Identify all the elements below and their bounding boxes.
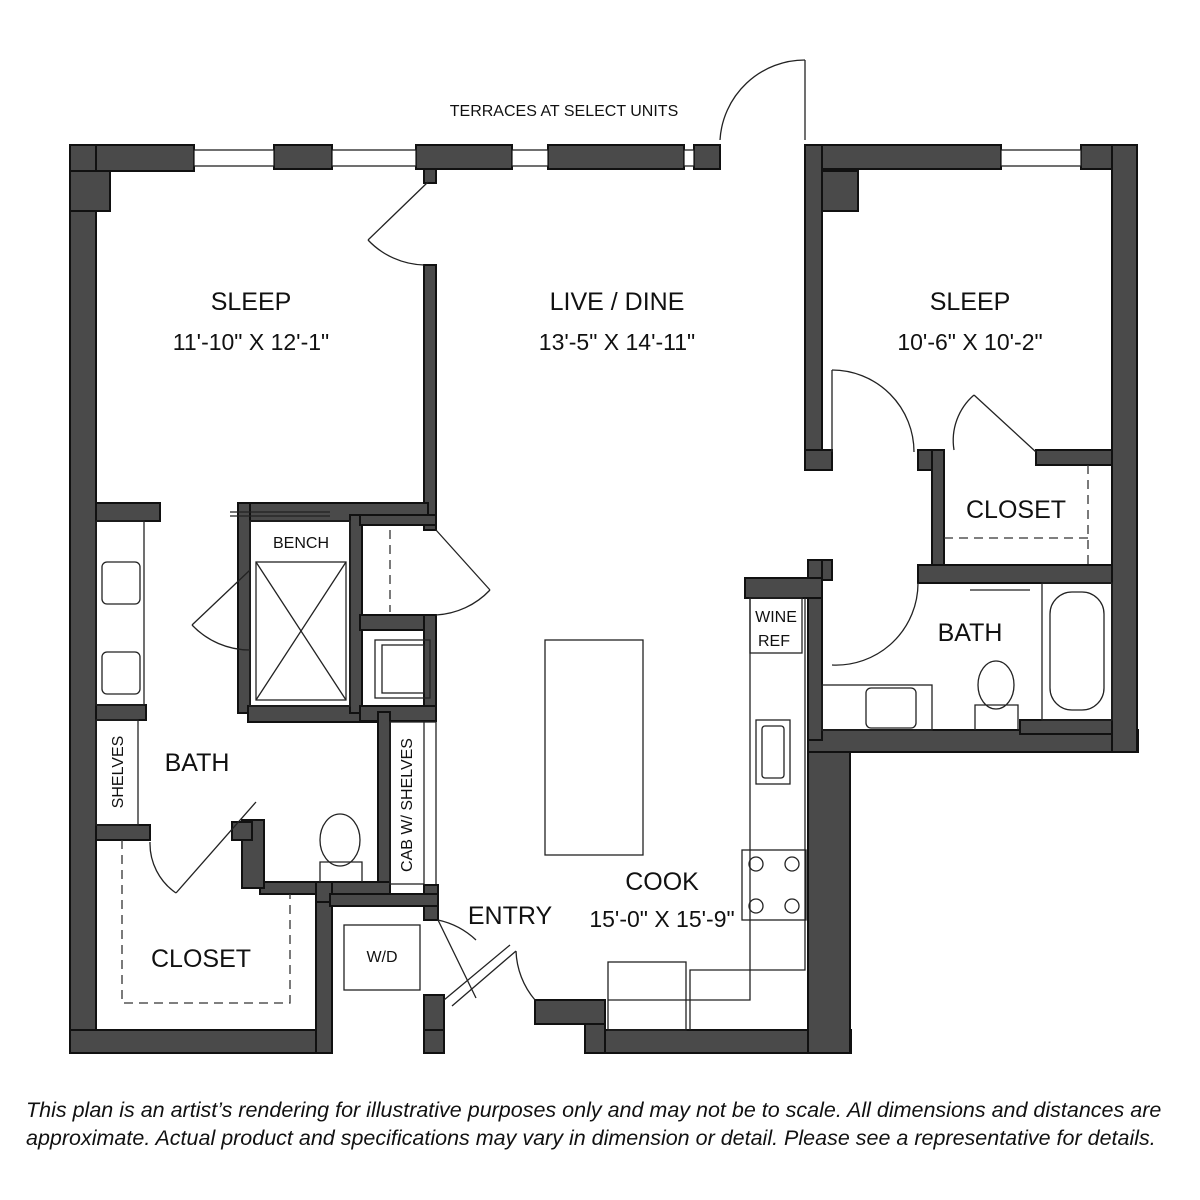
shelves-label: SHELVES [110, 736, 127, 809]
wine-ref-label-2: REF [758, 633, 790, 650]
cook-size: 15'-0" X 15'-9" [589, 906, 734, 932]
doors [149, 59, 1037, 1007]
washer-dryer-label: W/D [366, 949, 397, 966]
exterior-walls [69, 144, 1139, 1054]
bench-label: BENCH [273, 535, 329, 552]
fixtures [95, 465, 1113, 1031]
closet-right-name: CLOSET [966, 496, 1066, 524]
sleep-left-size: 11'-10" X 12'-1" [173, 329, 329, 355]
closet-left-name: CLOSET [151, 945, 251, 973]
cab-shelves-label: CAB W/ SHELVES [399, 738, 416, 872]
sleep-right-name: SLEEP [930, 288, 1011, 316]
wine-ref-label-1: WINE [755, 609, 797, 626]
disclaimer-text: This plan is an artist’s rendering for i… [26, 1098, 1162, 1150]
terrace-note: TERRACES AT SELECT UNITS [450, 103, 679, 120]
live-dine-size: 13'-5" X 14'-11" [539, 329, 695, 355]
sleep-right-size: 10'-6" X 10'-2" [897, 329, 1042, 355]
room-labels: TERRACES AT SELECT UNITS SLEEP 11'-10" X… [110, 103, 1066, 973]
bath-right-name: BATH [938, 619, 1003, 647]
bath-left-name: BATH [165, 749, 230, 777]
sleep-left-name: SLEEP [211, 288, 292, 316]
entry-name: ENTRY [468, 902, 553, 930]
cook-name: COOK [625, 868, 699, 896]
interior-walls [95, 168, 1113, 921]
live-dine-name: LIVE / DINE [550, 288, 685, 316]
